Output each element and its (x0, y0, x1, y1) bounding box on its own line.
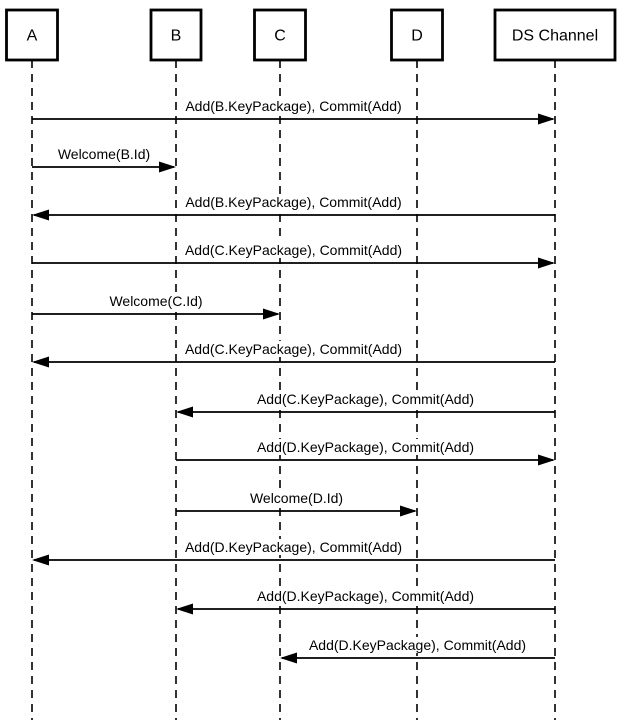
actor-box-B (149, 8, 203, 62)
actor-label-D: D (411, 28, 423, 45)
message-label-9: Add(D.KeyPackage), Commit(Add) (185, 539, 402, 555)
message-arrowhead-5 (32, 356, 49, 368)
message-label-bg-2 (183, 194, 404, 210)
message-label-bg-7 (254, 439, 477, 455)
message-arrowhead-10 (176, 603, 193, 615)
message-label-7: Add(D.KeyPackage), Commit(Add) (257, 439, 474, 455)
actor-label-B: B (171, 28, 182, 45)
message-label-bg-4 (107, 293, 205, 309)
message-label-6: Add(C.KeyPackage), Commit(Add) (257, 391, 474, 407)
message-arrowhead-2 (32, 209, 49, 221)
message-label-bg-1 (55, 146, 153, 162)
message-label-bg-5 (182, 341, 405, 357)
actor-box-A (5, 8, 59, 62)
message-label-1: Welcome(B.Id) (58, 146, 150, 162)
message-arrowhead-8 (400, 505, 417, 517)
message-arrowhead-6 (176, 406, 193, 418)
message-label-2: Add(B.KeyPackage), Commit(Add) (185, 194, 401, 210)
message-label-0: Add(B.KeyPackage), Commit(Add) (185, 98, 401, 114)
message-arrowhead-3 (538, 257, 555, 269)
message-label-bg-3 (182, 242, 405, 258)
actor-label-DS: DS Channel (512, 28, 598, 45)
message-label-bg-8 (247, 490, 346, 506)
message-label-8: Welcome(D.Id) (250, 490, 343, 506)
actor-box-D (390, 8, 444, 62)
message-label-bg-9 (182, 539, 405, 555)
message-arrowhead-1 (159, 161, 176, 173)
message-arrowhead-4 (263, 308, 280, 320)
message-arrowhead-11 (280, 652, 297, 664)
actor-label-A: A (27, 28, 38, 45)
message-label-bg-11 (306, 637, 529, 653)
message-arrowhead-9 (32, 554, 49, 566)
message-label-bg-10 (254, 588, 477, 604)
actor-box-DS (493, 8, 617, 62)
message-label-3: Add(C.KeyPackage), Commit(Add) (185, 242, 402, 258)
message-label-bg-0 (183, 98, 404, 114)
message-arrowhead-7 (538, 454, 555, 466)
actor-label-C: C (274, 28, 286, 45)
actor-box-C (253, 8, 307, 62)
message-label-bg-6 (254, 391, 477, 407)
message-label-10: Add(D.KeyPackage), Commit(Add) (257, 588, 474, 604)
message-label-5: Add(C.KeyPackage), Commit(Add) (185, 341, 402, 357)
message-label-4: Welcome(C.Id) (109, 293, 202, 309)
message-arrowhead-0 (538, 113, 555, 125)
message-label-11: Add(D.KeyPackage), Commit(Add) (309, 637, 526, 653)
